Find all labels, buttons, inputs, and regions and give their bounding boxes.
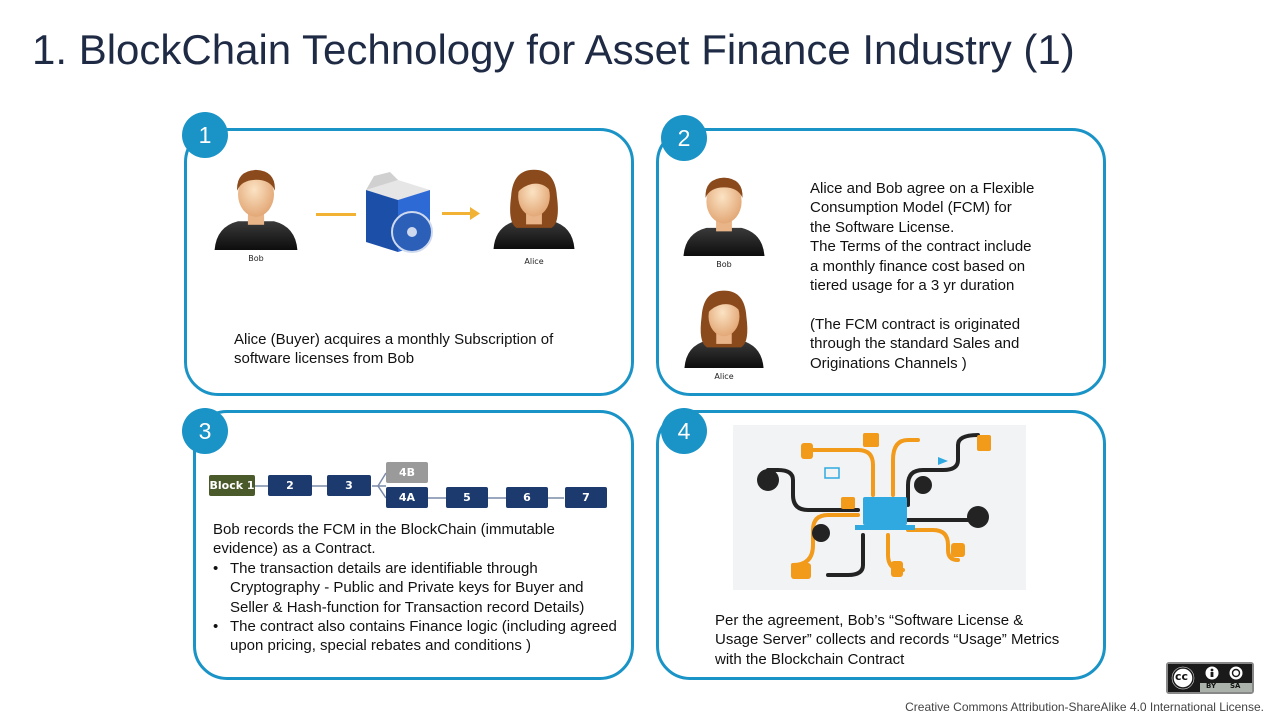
panel-4-text: Per the agreement, Bob’s “Software Licen…	[715, 612, 1060, 668]
step-badge-1: 1	[182, 112, 228, 158]
bob-avatar	[678, 168, 770, 256]
alice-avatar	[490, 160, 578, 250]
cc-by-label: BY	[1206, 682, 1217, 690]
cc-logo-icon	[1168, 664, 1252, 692]
cc-license-badge: BY SA cc	[1166, 662, 1254, 694]
chain-block-5: 5	[446, 487, 488, 508]
step-badge-4: 4	[661, 408, 707, 454]
panel-2-text: Alice and Bob agree on a Flexible Consum…	[810, 180, 1035, 372]
software-box-icon	[366, 172, 433, 253]
bob-label: Bob	[716, 260, 732, 269]
chain-block-6: 6	[506, 487, 548, 508]
bullet-item: The transaction details are identifiable…	[213, 559, 621, 617]
chain-block-7: 7	[565, 487, 607, 508]
alice-label: Alice	[714, 372, 734, 381]
arrow-line-icon	[316, 213, 356, 216]
chain-connectors	[254, 472, 564, 499]
step-badge-2: 2	[661, 115, 707, 161]
panel-3-text: Bob records the FCM in the BlockChain (i…	[213, 520, 621, 656]
chain-block-3: 3	[327, 475, 371, 496]
license-footer: Creative Commons Attribution-ShareAlike …	[905, 700, 1264, 714]
iot-network-illustration	[733, 425, 1026, 590]
panel-1-text: Alice (Buyer) acquires a monthly Subscri…	[234, 331, 554, 368]
bob-label: Bob	[248, 254, 264, 263]
step-badge-3: 3	[182, 408, 228, 454]
alice-avatar	[680, 282, 768, 368]
chain-block-4b: 4B	[386, 462, 428, 483]
chain-block-2: 2	[268, 475, 312, 496]
arrow-right-icon	[442, 207, 480, 220]
bullet-item: The contract also contains Finance logic…	[213, 617, 621, 656]
cc-sa-label: SA	[1230, 682, 1241, 690]
chain-block-1: Block 1	[209, 475, 255, 496]
bob-avatar	[210, 160, 302, 250]
cc-glyph: cc	[1175, 670, 1189, 683]
chain-block-4a: 4A	[386, 487, 428, 508]
page-title: 1. BlockChain Technology for Asset Finan…	[32, 26, 1075, 73]
alice-label: Alice	[524, 257, 544, 266]
